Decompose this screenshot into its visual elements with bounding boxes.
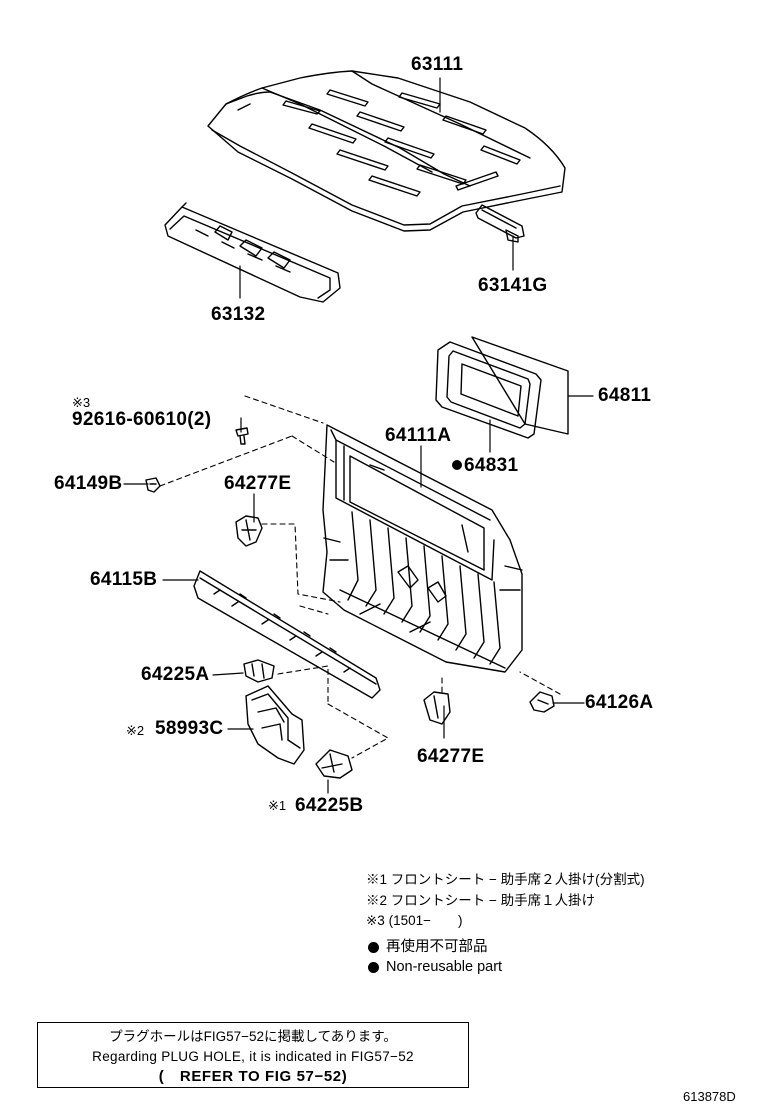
header-panel-drawing xyxy=(164,202,341,303)
reference-line-jp: プラグホールはFIG57−52に掲載してあります。 xyxy=(109,1029,397,1044)
part-label-64225b[interactable]: 64225B xyxy=(295,795,364,816)
footnote-2: ※2 フロントシート − 助手席１人掛け xyxy=(366,893,596,908)
footnote-1: ※1 フロントシート − 助手席２人掛け(分割式) xyxy=(366,872,645,887)
legend-jp-text: 再使用不可部品 xyxy=(386,939,488,955)
part-label-63141g[interactable]: 63141G xyxy=(478,275,548,296)
part-label-64111a[interactable]: 64111A xyxy=(385,425,452,446)
legend-dot-icon xyxy=(368,961,379,973)
part-label-63132[interactable]: 63132 xyxy=(211,304,266,325)
legend-en-text: Non-reusable part xyxy=(386,959,503,975)
window-glass-drawing xyxy=(435,336,569,439)
reinforcement-64115b-drawing xyxy=(193,570,381,699)
reference-box: プラグホールはFIG57−52に掲載してあります。 Regarding PLUG… xyxy=(37,1022,469,1088)
footnote-mark-3: ※3 xyxy=(72,395,91,410)
footnote-3: ※3 (1501− ) xyxy=(366,913,463,928)
bracket-58993c-drawing xyxy=(245,685,305,765)
clip-64225b-drawing xyxy=(315,749,353,779)
reference-fig-link[interactable]: ( REFER TO FIG 57−52) xyxy=(158,1068,348,1085)
part-label-58993c[interactable]: 58993C xyxy=(155,718,224,739)
part-label-92616-60610[interactable]: 92616-60610(2) xyxy=(72,409,212,430)
part-label-64831[interactable]: 64831 xyxy=(464,455,519,476)
bolt-drawing xyxy=(235,427,249,445)
part-label-64225a[interactable]: 64225A xyxy=(141,664,210,685)
roof-panel-drawing xyxy=(207,70,566,232)
bracket-64277e-top-drawing xyxy=(235,515,263,547)
figure-code: 613878D xyxy=(683,1089,736,1104)
non-reusable-marker xyxy=(452,460,462,470)
clip-64149b-drawing xyxy=(145,477,161,493)
reference-line-en: Regarding PLUG HOLE, it is indicated in … xyxy=(92,1048,414,1064)
legend-non-reusable-jp: 再使用不可部品 xyxy=(368,940,488,955)
footnote-mark-1: ※1 xyxy=(268,798,287,813)
dashed-guides xyxy=(159,395,561,759)
footnote-mark-2: ※2 xyxy=(126,723,145,738)
bracket-64277e-bottom-drawing xyxy=(423,691,451,725)
legend-dot-icon xyxy=(368,941,379,953)
part-label-64149b[interactable]: 64149B xyxy=(54,473,123,494)
part-label-64277e-top[interactable]: 64277E xyxy=(224,473,292,494)
legend-non-reusable-en: Non-reusable part xyxy=(368,960,502,975)
part-label-64126a[interactable]: 64126A xyxy=(585,692,654,713)
clip-64225a-drawing xyxy=(243,659,275,683)
back-panel-drawing xyxy=(322,424,523,673)
clip-64126a-drawing xyxy=(529,691,555,713)
part-label-64277e-bottom[interactable]: 64277E xyxy=(417,746,485,767)
part-label-64811[interactable]: 64811 xyxy=(598,385,652,406)
roof-rail-drawing xyxy=(475,204,525,243)
part-label-63111[interactable]: 63111 xyxy=(411,54,464,75)
part-label-64115b[interactable]: 64115B xyxy=(90,569,158,590)
